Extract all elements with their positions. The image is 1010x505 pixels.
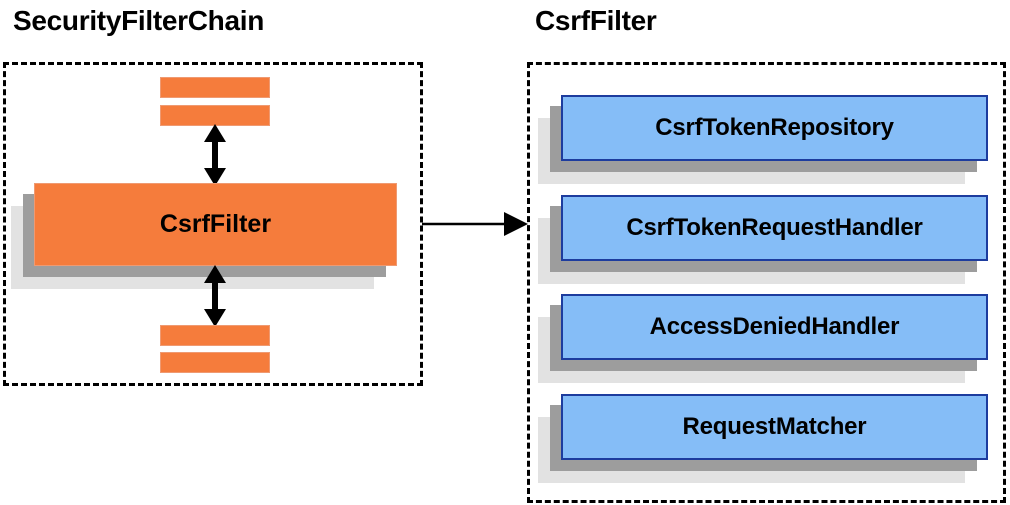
component-card-access-denied-handler[interactable]: AccessDeniedHandler [538,294,988,383]
filter-bar-above-2 [160,105,270,126]
component-card-label: CsrfTokenRepository [561,95,988,161]
component-csrf-filter[interactable]: CsrfFilter [11,183,397,289]
double-arrow-above-icon [204,124,226,186]
panel-title-security-filter-chain: SecurityFilterChain [13,5,265,36]
component-card-label: CsrfTokenRequestHandler [561,195,988,261]
component-card-csrf-token-request-handler[interactable]: CsrfTokenRequestHandler [538,195,988,284]
filter-bar-below-1 [160,325,270,346]
panel-csrf-filter [527,62,1006,503]
component-csrf-filter-label: CsrfFilter [34,183,397,266]
component-card-request-matcher[interactable]: RequestMatcher [538,394,988,483]
double-arrow-below-icon [204,265,226,327]
connector-arrow-icon [422,212,528,236]
filter-bar-above-1 [160,77,270,98]
filter-bar-below-2 [160,352,270,373]
component-card-label: RequestMatcher [561,394,988,460]
panel-security-filter-chain [3,62,423,386]
component-card-csrf-token-repository[interactable]: CsrfTokenRepository [538,95,988,184]
component-card-label: AccessDeniedHandler [561,294,988,360]
panel-title-csrf-filter: CsrfFilter [535,5,657,36]
